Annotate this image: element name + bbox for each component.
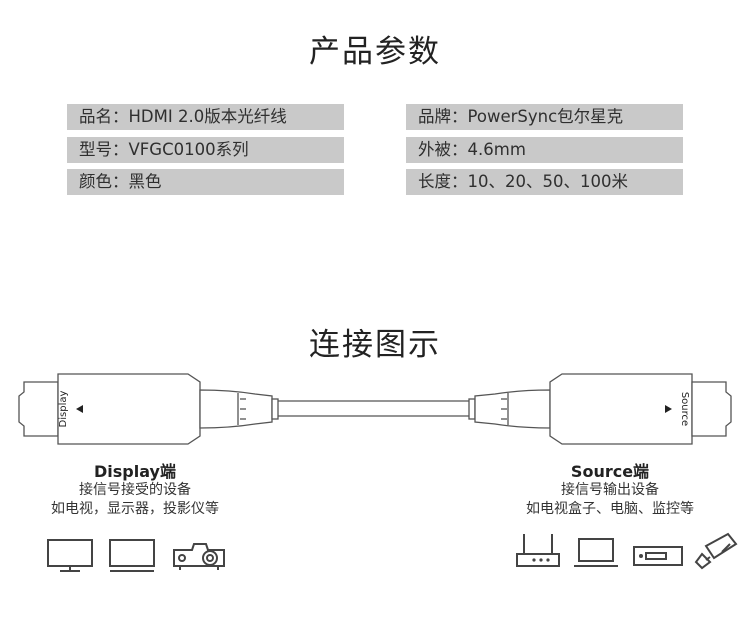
source-end-desc-1: 接信号输出设备 xyxy=(561,482,659,498)
right-ferrule xyxy=(468,398,476,420)
tv-icon xyxy=(109,539,155,572)
router-icon xyxy=(516,534,560,567)
cable-diagram: Display Source xyxy=(18,373,732,445)
source-end-desc-2: 如电视盒子、电脑、监控等 xyxy=(526,501,694,517)
display-end-desc-1: 接信号接受的设备 xyxy=(79,482,191,498)
params-title: 产品参数 xyxy=(309,34,441,70)
left-arrow-icon xyxy=(76,405,83,413)
right-hdmi-plug xyxy=(691,381,732,437)
spec-length: 长度：10、20、50、100米 xyxy=(406,169,683,195)
left-strain-relief xyxy=(199,389,273,429)
spec-brand: 品牌：PowerSync包尔星克 xyxy=(406,104,683,130)
left-ferrule xyxy=(271,398,279,420)
right-arrow-icon xyxy=(665,405,672,413)
laptop-icon xyxy=(574,538,618,567)
spec-model: 型号：VFGC0100系列 xyxy=(67,137,344,163)
right-strain-relief xyxy=(474,389,551,429)
right-connector-body xyxy=(549,373,693,445)
display-end-desc-2: 如电视，显示器，投影仪等 xyxy=(51,501,219,517)
fiber-cable xyxy=(278,400,469,417)
left-hdmi-plug xyxy=(18,381,59,437)
left-end-label: Display xyxy=(58,390,69,427)
display-end-title: Display端 xyxy=(94,462,176,481)
set-top-box-icon xyxy=(633,546,683,566)
right-end-label: Source xyxy=(679,392,690,426)
security-camera-icon xyxy=(694,532,738,570)
monitor-icon xyxy=(47,539,93,572)
spec-color: 颜色：黑色 xyxy=(67,169,344,195)
source-end-title: Source端 xyxy=(570,462,650,481)
connection-title: 连接图示 xyxy=(309,327,441,363)
spec-jacket: 外被：4.6mm xyxy=(406,137,683,163)
projector-icon xyxy=(173,543,225,570)
spec-name: 品名：HDMI 2.0版本光纤线 xyxy=(67,104,344,130)
left-connector-body xyxy=(57,373,201,445)
